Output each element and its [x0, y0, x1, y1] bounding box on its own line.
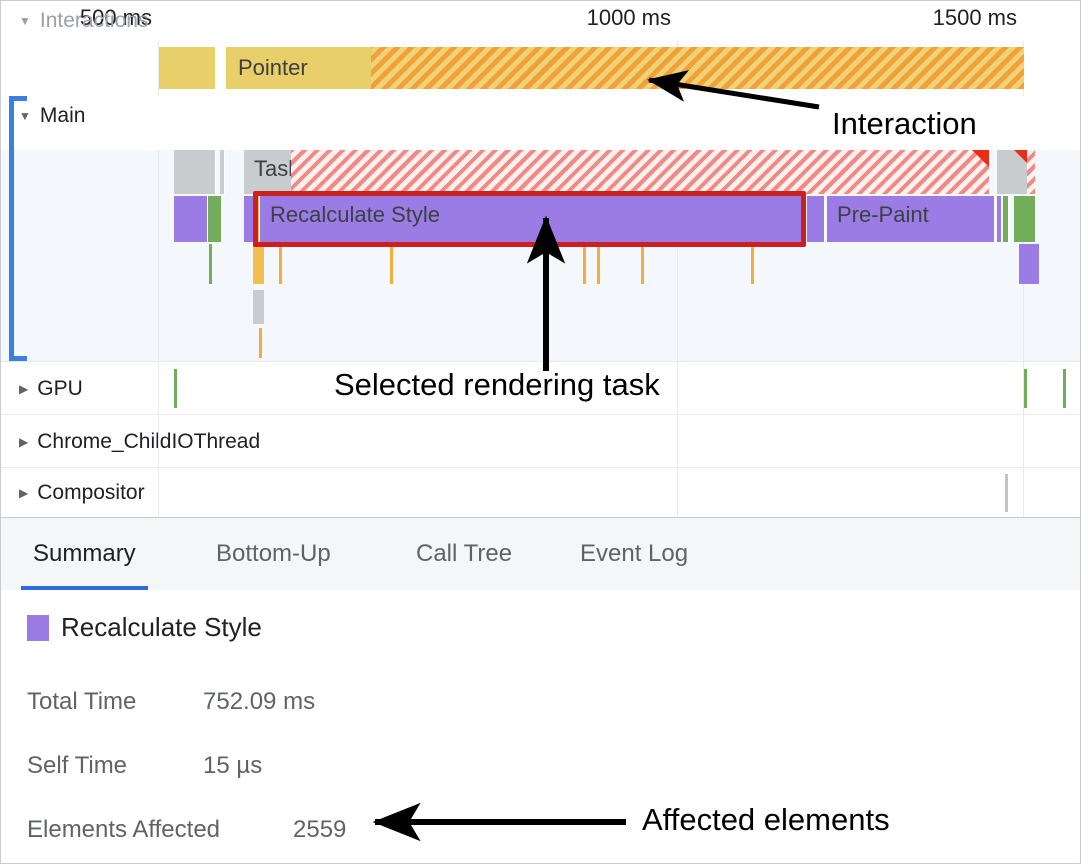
- summary-row-elements-affected: Elements Affected 2559: [27, 816, 346, 844]
- flame-block[interactable]: [174, 150, 216, 194]
- tab-call-tree-label: Call Tree: [416, 540, 513, 567]
- track-label-compositor: Compositor: [37, 481, 145, 504]
- track-title-main[interactable]: ▼ Main: [1, 96, 85, 136]
- summary-row-total-time: Total Time 752.09 ms: [27, 688, 315, 716]
- summary-value-self-time: 15 µs: [203, 752, 263, 779]
- track-label-interactions: Interactions: [39, 9, 149, 32]
- timeline-tick[interactable]: [583, 244, 586, 284]
- gridline-1000ms-cit: [677, 415, 678, 468]
- timeline-tick[interactable]: [279, 244, 282, 284]
- selected-event-highlight: [253, 191, 806, 247]
- track-title-gpu[interactable]: ▶ GPU: [19, 362, 83, 415]
- gridline-1500ms-cit: [1023, 415, 1024, 468]
- timeline-tick[interactable]: [259, 328, 262, 358]
- chevron-right-icon[interactable]: ▶: [19, 434, 29, 449]
- gridline-500ms-comp: [158, 468, 159, 518]
- timeline-tick[interactable]: [253, 244, 264, 284]
- long-task-warning-icon: [972, 150, 989, 167]
- track-label-gpu: GPU: [37, 376, 83, 400]
- tab-bottom-up[interactable]: Bottom-Up: [204, 518, 343, 590]
- track-main-flamechart[interactable]: Task Recalculate Style Pre-Paint: [1, 150, 1080, 361]
- chevron-down-icon[interactable]: ▼: [19, 14, 31, 28]
- gpu-tick[interactable]: [174, 369, 177, 408]
- summary-row-self-time: Self Time 15 µs: [27, 752, 262, 780]
- track-compositor[interactable]: ▶ Compositor: [1, 467, 1080, 518]
- flame-block-pre-paint[interactable]: Pre-Paint: [827, 196, 995, 242]
- ruler-tick-1000: 1000 ms: [586, 5, 671, 30]
- interaction-block-leading[interactable]: [159, 47, 215, 89]
- timeline-ruler: 500 ms 1000 ms 1500 ms: [1, 1, 1080, 41]
- tab-call-tree[interactable]: Call Tree: [404, 518, 524, 590]
- summary-key-elements-affected: Elements Affected: [27, 816, 221, 843]
- tab-event-log[interactable]: Event Log: [568, 518, 700, 590]
- flame-block[interactable]: [174, 196, 208, 242]
- summary-content: Recalculate Style Total Time 752.09 ms Se…: [1, 590, 1080, 863]
- main-track-selection-bracket: [9, 96, 27, 361]
- summary-value-total-time: 752.09 ms: [203, 688, 316, 715]
- gridline-500ms-cit: [158, 415, 159, 468]
- gridline-500ms-main: [158, 150, 159, 361]
- interaction-pointer-label: Pointer: [238, 55, 308, 80]
- flame-block[interactable]: [807, 196, 825, 242]
- gridline-1000ms-gpu: [677, 362, 678, 415]
- annotation-label-interaction: Interaction: [832, 106, 977, 141]
- chevron-right-icon[interactable]: ▶: [19, 486, 29, 500]
- gridline-500ms-gpu: [158, 362, 159, 415]
- timeline-tick[interactable]: [641, 244, 644, 284]
- details-panel: Summary Bottom-Up Call Tree Event Log Re…: [1, 517, 1080, 863]
- gpu-tick[interactable]: [1024, 369, 1027, 408]
- timeline-tick[interactable]: [390, 244, 393, 284]
- gpu-tick[interactable]: [1063, 369, 1066, 408]
- timeline-tick[interactable]: [253, 290, 264, 324]
- flame-block[interactable]: [997, 196, 1002, 242]
- summary-event-title: Recalculate Style: [27, 612, 262, 643]
- timeline-tick[interactable]: [209, 244, 212, 284]
- chevron-down-icon[interactable]: ▼: [19, 109, 31, 123]
- ruler-tick-1500: 1500 ms: [932, 5, 1017, 30]
- track-interactions-header[interactable]: ▼ Interactions 500 ms 1000 ms 1500 ms: [1, 1, 1080, 41]
- summary-event-name: Recalculate Style: [61, 612, 262, 642]
- long-task-hatch-overlay: [291, 150, 989, 194]
- interaction-block-hatched[interactable]: [371, 47, 1024, 89]
- flame-block[interactable]: [208, 196, 222, 242]
- summary-key-total-time: Total Time: [27, 688, 137, 715]
- timeline-tick[interactable]: [751, 244, 754, 284]
- gridline-1000ms-comp: [677, 468, 678, 518]
- long-task-hatch-overlay: [1027, 150, 1035, 194]
- tab-bottom-up-label: Bottom-Up: [216, 540, 331, 567]
- gridline-1500ms-comp: [1023, 468, 1024, 518]
- tab-summary[interactable]: Summary: [21, 518, 148, 590]
- timeline-tick[interactable]: [1019, 244, 1039, 284]
- annotation-label-affected-elements: Affected elements: [642, 802, 890, 837]
- summary-value-elements-affected: 2559: [293, 816, 347, 843]
- track-label-chrome-childiothread: Chrome_ChildIOThread: [37, 429, 261, 453]
- track-chrome-childiothread[interactable]: ▶ Chrome_ChildIOThread: [1, 414, 1080, 468]
- track-label-main: Main: [39, 104, 86, 127]
- summary-key-self-time: Self Time: [27, 752, 128, 779]
- flame-block[interactable]: [220, 150, 225, 194]
- flame-label-pre-paint: Pre-Paint: [837, 202, 929, 227]
- track-gpu[interactable]: ▶ GPU: [1, 361, 1080, 415]
- timeline-area: ▼ Interactions 500 ms 1000 ms 1500 ms Po…: [1, 1, 1080, 518]
- interactions-lane: Pointer: [1, 47, 1080, 89]
- long-task-warning-icon: [1014, 150, 1031, 167]
- gridline-1000ms-main: [677, 150, 678, 361]
- annotation-label-selected-task: Selected rendering task: [334, 367, 660, 402]
- details-tabbar: Summary Bottom-Up Call Tree Event Log: [1, 518, 1080, 591]
- track-title-chrome-childiothread[interactable]: ▶ Chrome_ChildIOThread: [19, 415, 260, 468]
- flame-block[interactable]: [1003, 196, 1009, 242]
- tab-summary-label: Summary: [33, 540, 136, 567]
- event-color-swatch: [27, 614, 49, 641]
- compositor-tick[interactable]: [1005, 474, 1008, 512]
- ruler-tick-500: 500 ms: [79, 5, 152, 30]
- track-title-compositor[interactable]: ▶ Compositor: [19, 468, 145, 518]
- track-title-interactions[interactable]: ▼ Interactions: [1, 1, 148, 41]
- interaction-block-pointer[interactable]: Pointer: [226, 47, 371, 89]
- chevron-right-icon[interactable]: ▶: [19, 381, 29, 396]
- gridline-1500ms-gpu: [1023, 362, 1024, 415]
- timeline-tick[interactable]: [597, 244, 600, 284]
- tab-event-log-label: Event Log: [580, 540, 689, 567]
- flame-block[interactable]: [1014, 196, 1036, 242]
- track-main-header[interactable]: ▼ Main: [1, 96, 1080, 150]
